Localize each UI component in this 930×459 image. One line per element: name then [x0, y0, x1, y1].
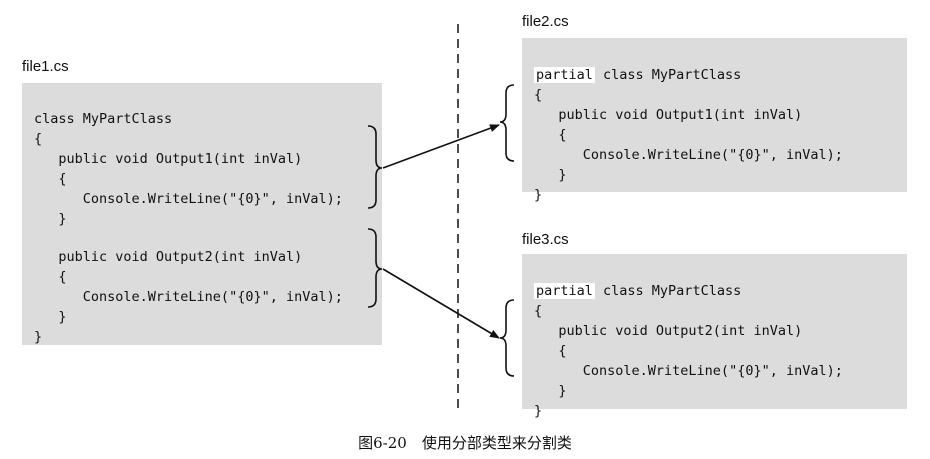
file2-code-box	[522, 38, 907, 192]
file3-code-box	[522, 254, 907, 409]
file2-label: file2.cs	[522, 13, 569, 30]
code-line-declaration: partial class MyPartClass	[534, 65, 843, 85]
file2-code: partial class MyPartClass { public void O…	[534, 45, 843, 225]
code-line: }	[34, 309, 67, 325]
file1-code: class MyPartClass { public void Output1(i…	[34, 89, 343, 367]
brace-output2	[367, 228, 383, 308]
code-line: {	[534, 127, 567, 143]
arrow-to-file2	[382, 124, 500, 169]
code-line: {	[534, 303, 543, 319]
code-line: class MyPartClass	[594, 283, 742, 299]
code-line: {	[34, 131, 43, 147]
code-line: }	[34, 211, 67, 227]
code-line: Console.WriteLine("{0}", inVal);	[534, 147, 843, 163]
code-line: class MyPartClass	[34, 111, 173, 127]
code-line: }	[534, 167, 567, 183]
code-line: public void Output2(int inVal)	[534, 323, 803, 339]
code-line: Console.WriteLine("{0}", inVal);	[34, 289, 343, 305]
code-line: {	[534, 87, 543, 103]
partial-keyword: partial	[534, 67, 595, 83]
code-line: {	[534, 343, 567, 359]
code-line-declaration: partial class MyPartClass	[534, 281, 843, 301]
arrow-to-file3	[382, 268, 500, 339]
file1-label: file1.cs	[22, 58, 69, 75]
code-line: public void Output2(int inVal)	[34, 249, 303, 265]
code-line: public void Output1(int inVal)	[534, 107, 803, 123]
code-line: class MyPartClass	[594, 67, 742, 83]
figure-caption: 图6-20 使用分部类型来分割类	[358, 434, 572, 452]
brace-file2	[499, 84, 515, 162]
brace-output1	[367, 125, 383, 209]
code-line: }	[534, 403, 543, 419]
code-line: Console.WriteLine("{0}", inVal);	[34, 191, 343, 207]
code-line: public void Output1(int inVal)	[34, 151, 303, 167]
code-line: {	[34, 171, 67, 187]
code-line: }	[534, 383, 567, 399]
partial-keyword: partial	[534, 283, 595, 299]
file3-label: file3.cs	[522, 231, 569, 248]
code-line: Console.WriteLine("{0}", inVal);	[534, 363, 843, 379]
code-line: }	[534, 187, 543, 203]
file3-code: partial class MyPartClass { public void O…	[534, 261, 843, 441]
brace-file3	[499, 299, 515, 377]
code-line: }	[34, 329, 43, 345]
file1-code-box	[22, 83, 382, 345]
code-line: {	[34, 269, 67, 285]
